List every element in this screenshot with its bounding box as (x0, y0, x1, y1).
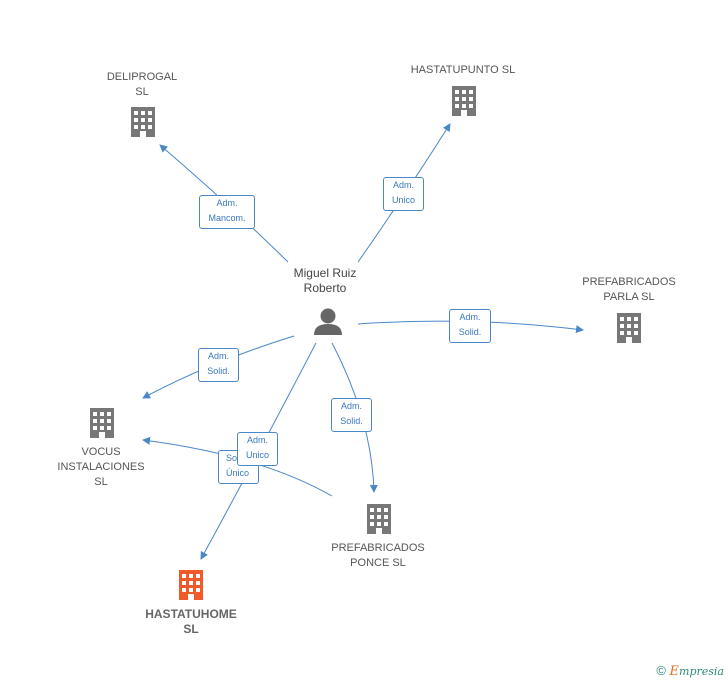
company-label-hastatupunto[interactable]: HASTATUPUNTO SL (410, 64, 516, 76)
building-icon-hastatupunto[interactable] (452, 86, 476, 116)
brand-initial: E (669, 664, 680, 679)
edge-label-parla: Adm. Solid. (449, 309, 491, 343)
building-icon-prefabricados-parla[interactable] (617, 313, 641, 343)
company-label-prefabricados-parla[interactable]: PREFABRICADOS PARLA SL (582, 276, 676, 303)
brand-name: mpresia (679, 665, 724, 678)
edge-label-hastatupunto: Adm. Unico (383, 177, 424, 211)
edge-label-deliprogal: Adm. Mancom. (199, 195, 255, 229)
building-icon-deliprogal[interactable] (131, 107, 155, 137)
company-label-prefabricados-ponce[interactable]: PREFABRICADOS PONCE SL (331, 542, 425, 569)
person-label[interactable]: Miguel Ruiz Roberto (293, 266, 357, 295)
company-label-hastatuhome[interactable]: HASTATUHOME SL (145, 607, 237, 636)
edge-label-hastatuhome: Adm. Unico (237, 432, 278, 466)
building-icon-hastatuhome[interactable] (179, 570, 203, 600)
person-icon[interactable] (314, 308, 342, 336)
edge-label-ponce: Adm. Solid. (331, 398, 372, 432)
building-icon-prefabricados-ponce[interactable] (367, 504, 391, 534)
company-label-vocus[interactable]: VOCUS INSTALACIONES SL (57, 446, 145, 488)
building-icon-vocus[interactable] (90, 408, 114, 438)
copyright-symbol: © (656, 663, 666, 678)
company-label-deliprogal[interactable]: DELIPROGAL SL (106, 71, 178, 98)
empresia-brand: © Empresia (656, 663, 724, 679)
edge-label-vocus: Adm. Solid. (198, 348, 239, 382)
